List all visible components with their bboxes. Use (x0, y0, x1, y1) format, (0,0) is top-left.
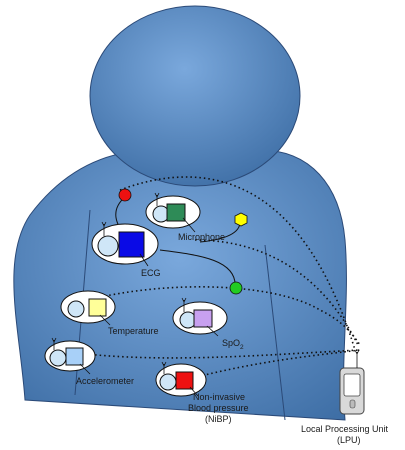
sensor-temperature (60, 290, 116, 326)
wireless-links (54, 176, 361, 381)
spo2-label: SpO2 (222, 338, 244, 351)
electrode-green (229, 281, 243, 295)
microphone-label: Microphone (178, 232, 225, 242)
lpu-label-line1: Local Processing Unit (301, 424, 389, 434)
lpu-device-icon (339, 349, 365, 415)
electrode-red (118, 188, 132, 202)
sensor-accelerometer (44, 337, 96, 375)
human-head (89, 5, 301, 187)
accelerometer-label: Accelerometer (76, 376, 134, 386)
electrode-yellow (234, 212, 248, 227)
temperature-label: Temperature (108, 326, 159, 336)
ecg-label: ECG (141, 268, 161, 278)
nibp-label-line2: Blood pressure (188, 403, 249, 413)
lpu-label-line2: (LPU) (337, 435, 361, 445)
sensor-nibp (155, 361, 207, 397)
sensor-ecg (91, 221, 159, 267)
sensor-spo2 (172, 297, 228, 337)
nibp-label-line1: Non-invasive (193, 392, 245, 402)
sensor-microphone (145, 192, 201, 233)
nibp-label-line3: (NiBP) (205, 414, 232, 424)
right-arm-line (264, 244, 286, 421)
